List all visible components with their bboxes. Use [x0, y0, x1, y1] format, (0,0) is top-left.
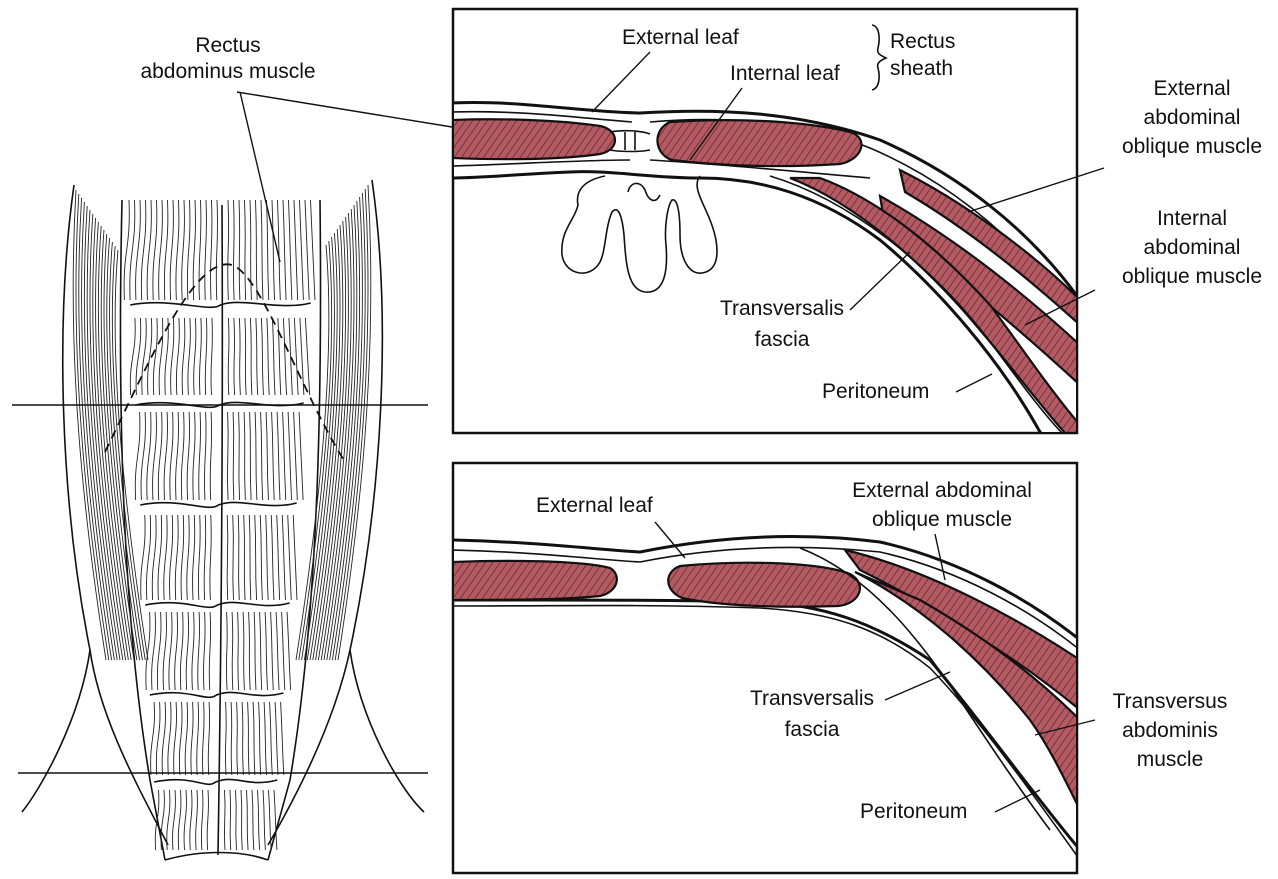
- label-bot-peritoneum: Peritoneum: [860, 800, 967, 823]
- lower-rectus-right: [668, 563, 860, 607]
- label-sheath-line2: sheath: [890, 57, 953, 80]
- label-top-transversalis-2: fascia: [755, 328, 810, 351]
- label-top-int-oblique-3: oblique muscle: [1122, 265, 1262, 288]
- label-top-ext-oblique-1: External: [1153, 77, 1230, 100]
- label-top-external-leaf: External leaf: [622, 26, 739, 49]
- label-sheath-line1: Rectus: [890, 30, 955, 53]
- upper-cross-section: External leaf Internal leaf Rectus sheat…: [452, 9, 1262, 470]
- lower-rectus-left: [452, 561, 617, 600]
- upper-rectus-right: [657, 120, 861, 166]
- label-top-peritoneum: Peritoneum: [822, 380, 929, 403]
- torso-illustration: Rectus abdominus muscle: [12, 34, 452, 860]
- label-top-ext-oblique-2: abdominal: [1144, 106, 1241, 129]
- upper-rectus-left: [452, 119, 615, 159]
- label-bot-ext-oblique-1: External abdominal: [852, 479, 1032, 502]
- lower-cross-section: External leaf External abdominal oblique…: [452, 463, 1227, 873]
- label-top-transversalis-1: Transversalis: [720, 297, 844, 320]
- label-bot-transversus-1: Transversus: [1113, 690, 1228, 713]
- label-bot-external-leaf: External leaf: [536, 494, 653, 517]
- tendinous-intersections: [130, 205, 310, 855]
- label-top-int-oblique-2: abdominal: [1144, 236, 1241, 259]
- label-bot-transversalis-1: Transversalis: [750, 687, 874, 710]
- label-rectus-line2: abdominus muscle: [140, 60, 315, 83]
- label-bot-ext-oblique-2: oblique muscle: [872, 508, 1012, 531]
- label-bot-transversalis-2: fascia: [785, 718, 840, 741]
- label-top-ext-oblique-3: oblique muscle: [1122, 135, 1262, 158]
- label-rectus-line1: Rectus: [195, 34, 260, 57]
- label-top-internal-leaf: Internal leaf: [730, 62, 840, 85]
- label-bot-transversus-3: muscle: [1137, 748, 1204, 771]
- label-bot-transversus-2: abdominis: [1122, 719, 1218, 742]
- label-top-int-oblique-1: Internal: [1157, 207, 1227, 230]
